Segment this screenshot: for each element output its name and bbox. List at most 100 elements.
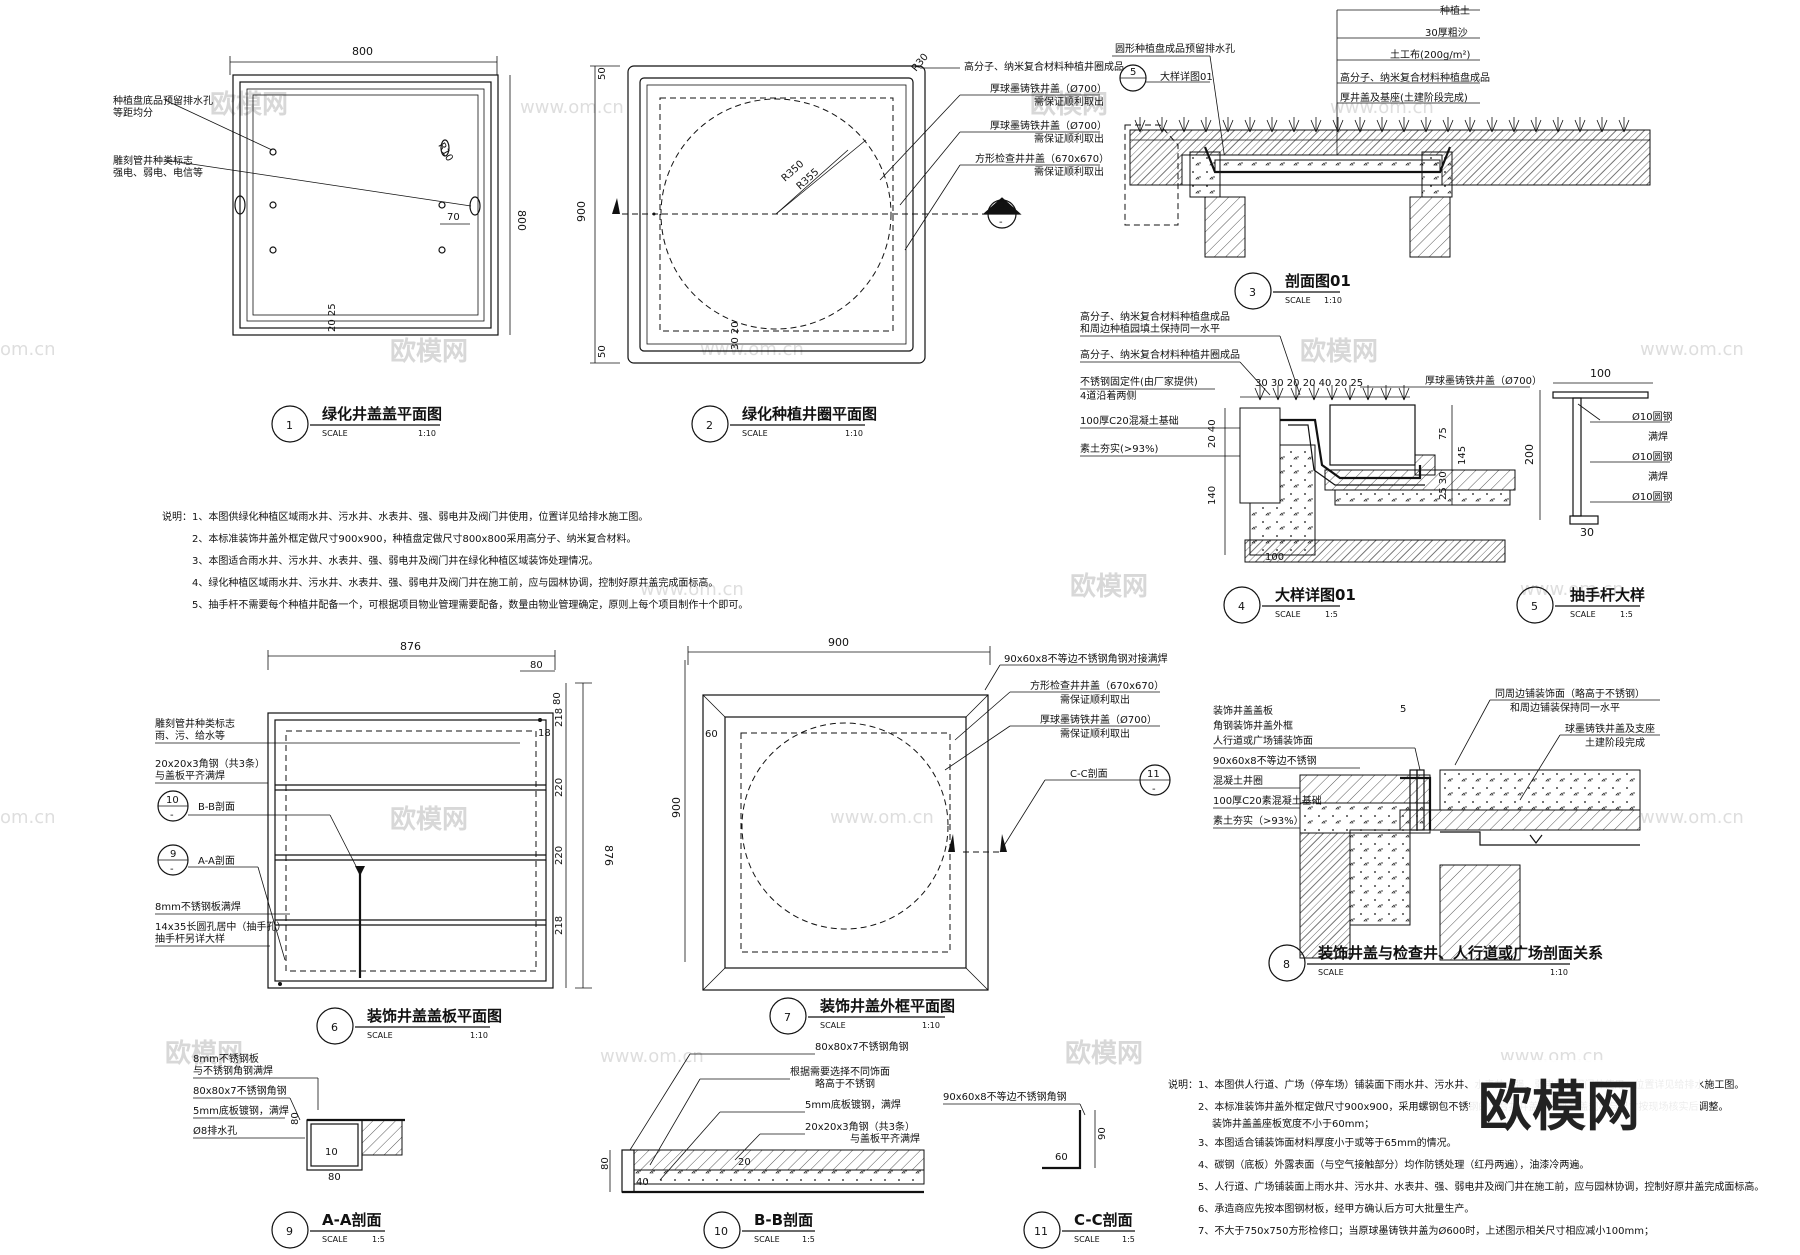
annotation: 100厚C20素混凝土基础 [1213,794,1322,807]
annotation: 抽手杆另详大样 [155,932,225,945]
drawing-number-circle [316,1007,354,1045]
dim-40: 40 [636,1177,649,1188]
drawing-number-circle [271,1211,309,1249]
drawing-11-section-cc: 90x60x8不等边不锈钢角钢 90 60 11 C-C剖面 SCALE 1:5 [943,1090,1135,1249]
scale-value: 1:5 [1620,610,1633,619]
dim-145: 145 [1457,446,1468,465]
drawing-number: 2 [706,419,713,432]
scale-label: SCALE [1275,610,1301,619]
drawing-number-circle [271,405,309,443]
drawing-number-circle [1023,1211,1061,1249]
watermark: 欧模网 [1070,571,1148,602]
annotation: 100厚C20混凝土基础 [1080,414,1179,427]
grass-tufts [1254,385,1410,401]
dim-r30: R30 [910,52,931,74]
drawing-6-cover-plate-plan: 876 80 876 218 220 220 218 80 18 雕刻管井种类标… [155,640,615,1045]
drawing-number: 8 [1283,958,1290,971]
scale-value: 1:10 [470,1031,488,1040]
drawing-title: 绿化种植井圈平面图 [742,405,877,423]
dim-218-top: 218 [554,708,565,727]
grass-tuft [1254,385,1266,401]
watermark: 欧模网 [390,804,468,835]
grass-tuft [1552,117,1564,133]
scale-value: 1:10 [1324,296,1342,305]
annotation: 需保证顺利取出 [1060,693,1130,706]
dim-70: 70 [447,212,460,223]
dim-80: 80 [530,660,543,671]
annotation: 90x60x8不等边不锈钢角钢对接满焊 [1004,652,1168,665]
layer-label: 厚井盖及基座(土建阶段完成) [1340,91,1468,104]
detail-ref-number: 5 [1130,67,1136,78]
grass-tuft [1574,117,1586,133]
note-item: 2、本标准装饰井盖外框定做尺寸900x900，种植盘定做尺寸800x800采用高… [192,532,637,545]
annotation: A-A剖面 [198,854,235,867]
watermark: 欧模网 [1030,89,1108,120]
grass-tuft [1398,117,1410,133]
drawing-number-circle [691,405,729,443]
dim-18: 18 [538,728,551,739]
annotation: 雨、污、给水等 [155,729,225,742]
dim-30: 30 [1580,526,1594,539]
scale-label: SCALE [742,429,768,438]
dim-80b: 80 [328,1172,341,1183]
section-ref-number: 3 [999,200,1005,211]
drawing-title: B-B剖面 [754,1211,813,1229]
section-ref-dash: - [1152,784,1156,795]
annotation: 8mm不锈钢板 [193,1052,259,1065]
drawing-number: 9 [286,1225,293,1238]
dim-25-30: 25 30 [1438,471,1449,500]
drawing-2-planting-ring-plan: 900 50 50 R350 R355 R30 3 - 30 20 高分子、纳米… [575,52,1124,443]
drawing-4-detail: 高分子、纳米复合材料种植盘成品 和周边种植园填土保持同一水平 高分子、纳米复合材… [1080,310,1542,624]
section-ref-dash: - [999,217,1003,228]
dim-200: 200 [1523,444,1536,465]
dim-50: 50 [597,345,608,358]
grass-tuft [1266,117,1278,133]
annotation: C-C剖面 [1070,767,1108,780]
drawing-number-circle [1223,586,1261,624]
dim-height: 900 [575,201,588,222]
note-item: 6、承造商应先按本图钢材板，经甲方确认后方可大批量生产。 [1198,1202,1474,1215]
annotation: 略高于不锈钢 [815,1077,875,1090]
watermark: 欧模网 [210,89,288,120]
grass-tuft [1288,117,1300,133]
grass-tuft [1290,385,1302,401]
scale-value: 1:10 [922,1021,940,1030]
grass-tuft [1310,117,1322,133]
drawing-10-section-bb: 80x80x7不锈钢角钢 根据需要选择不同饰面 略高于不锈钢 5mm底板镀钢，满… [600,1040,925,1249]
watermark: 欧模网 [1300,336,1378,367]
scale-value: 1:5 [802,1235,815,1244]
grass-tuft [1442,117,1454,133]
watermark: www.om.cn [1640,339,1744,360]
scale-label: SCALE [820,1021,846,1030]
logo-text: 欧模网 [1478,1075,1640,1138]
annotation: B-B剖面 [198,800,235,813]
annotation: 需保证顺利取出 [1034,132,1104,145]
section-ref-dash: - [170,810,174,821]
scale-value: 1:5 [1122,1235,1135,1244]
note-item: 7、不大于750x750方形检修口；当原球墨铸铁井盖为Ø600时，上述图示相关尺… [1198,1224,1654,1237]
scale-label: SCALE [1570,610,1596,619]
annotation: 20x20x3角钢（共3条） [155,757,265,770]
section-ref-number: 11 [1147,769,1160,780]
watermark: www.om.cn [700,339,804,360]
scale-value: 1:10 [418,429,436,438]
annotation: 不锈钢固定件(由厂家提供) [1080,375,1198,388]
annotation: 方形检查井井盖（670x670） [975,152,1109,165]
section-ref-number: 9 [170,849,176,860]
grass-tuft [1362,385,1374,401]
note-item: 4、绿化种植区域雨水井、污水井、水表井、强、弱电井及阀门井在施工前，应与园林协调… [192,576,718,589]
dim-60: 60 [705,729,718,740]
drawing-number-circle [1234,272,1272,310]
detail-ref-label: 大样详图01 [1160,70,1213,83]
watermark: www.om.cn [600,1046,704,1067]
annotation: 种植盘底品预留排水孔 [113,94,213,107]
annotation: 与不锈钢角钢满焊 [193,1064,273,1077]
watermark: om.cn [0,339,56,360]
annotation: 素土夯实(>93%) [1080,442,1159,455]
dim-height: 900 [670,797,683,818]
dim-5: 5 [1400,704,1406,715]
scale-label: SCALE [1285,296,1311,305]
drawing-number: 4 [1238,600,1245,613]
grass-tuft [1222,117,1234,133]
annotation: 土建阶段完成 [1585,736,1645,749]
